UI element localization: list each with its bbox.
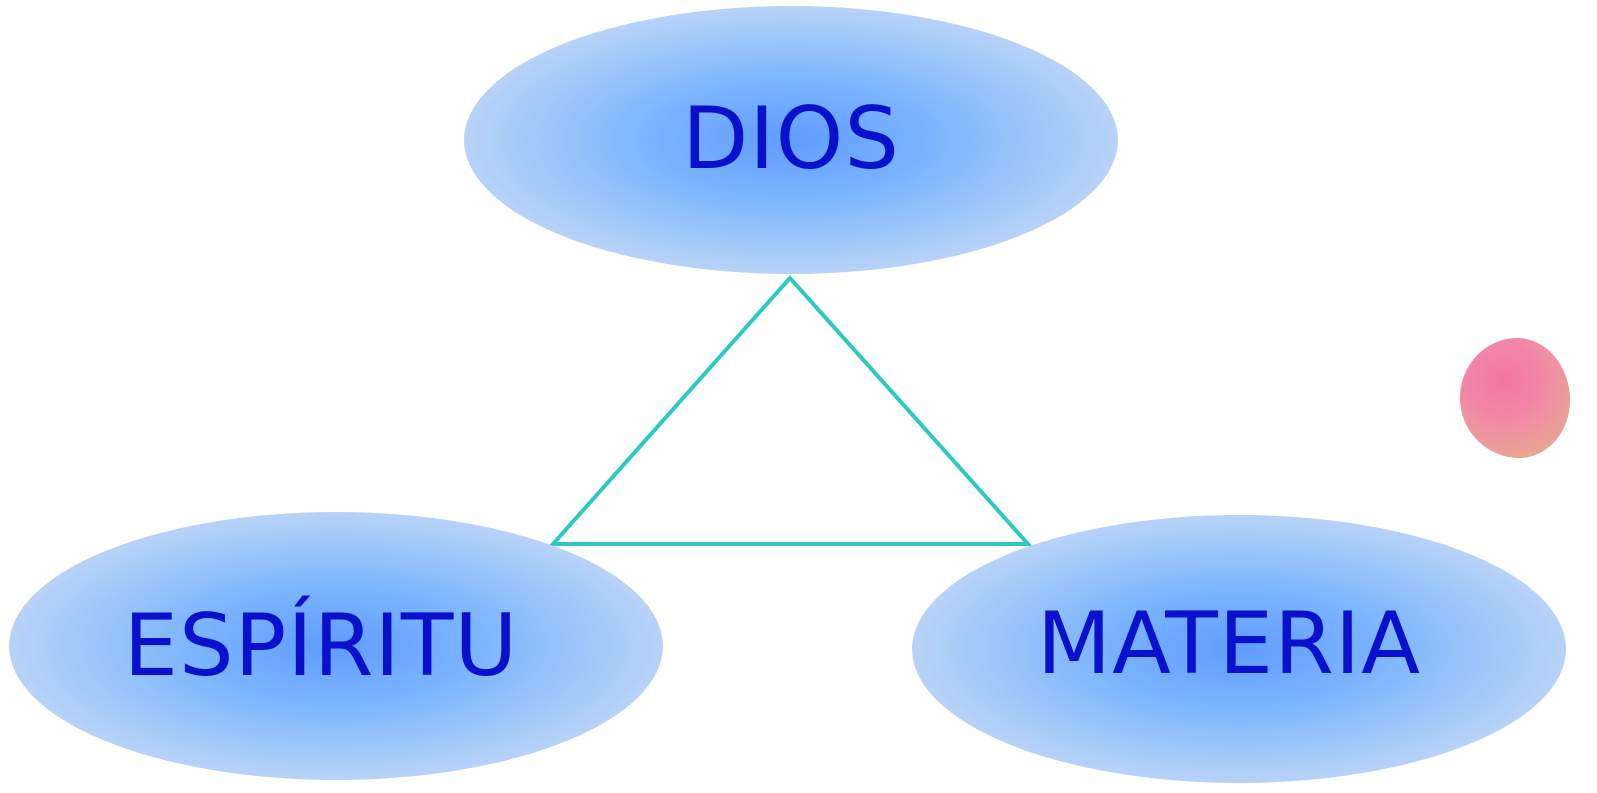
- triangle-outline: [548, 274, 1033, 546]
- node-dios-label: DIOS: [682, 89, 900, 189]
- node-espiritu: ESPÍRITU: [9, 512, 663, 780]
- node-dios: DIOS: [464, 6, 1118, 274]
- node-materia-label: MATERIA: [1036, 594, 1422, 694]
- node-materia: MATERIA: [912, 515, 1566, 783]
- decorative-paint-blot: [1460, 338, 1570, 458]
- node-espiritu-label: ESPÍRITU: [123, 596, 519, 696]
